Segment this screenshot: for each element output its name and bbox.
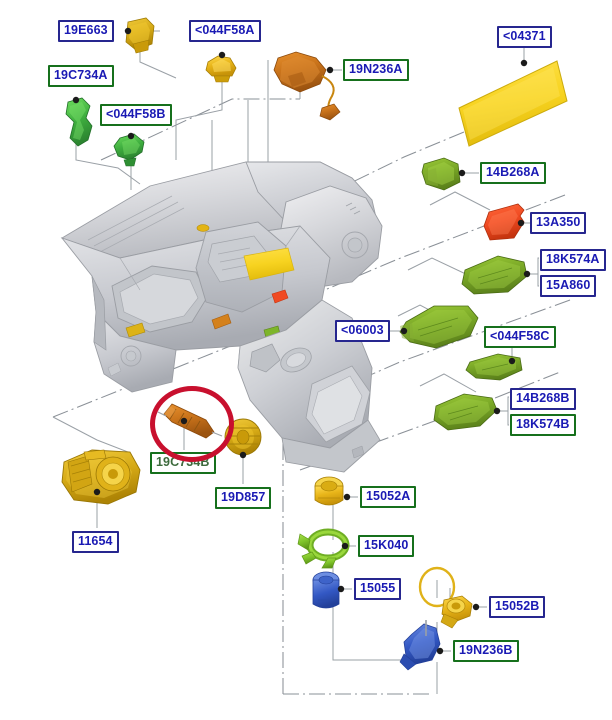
part-14B268B-18K574B — [433, 393, 498, 431]
part-label-04371[interactable]: <04371 — [497, 26, 552, 48]
part-14B268A — [421, 157, 461, 191]
red-annotation-circle — [150, 386, 234, 462]
part-label-15K040[interactable]: 15K040 — [358, 535, 415, 557]
part-label-11654[interactable]: 11654 — [72, 531, 119, 553]
part-06003 — [399, 305, 479, 349]
part-15052A — [314, 476, 344, 506]
part-label-13A350[interactable]: 13A350 — [530, 212, 587, 234]
part-label-15052B[interactable]: 15052B — [489, 596, 546, 618]
part-19N236A — [273, 51, 341, 121]
part-11654 — [61, 449, 141, 505]
part-19E663 — [125, 17, 155, 54]
part-label-19N236B[interactable]: 19N236B — [453, 640, 519, 662]
part-label-18K574B[interactable]: 18K574B — [510, 414, 576, 436]
part-label-044F58C[interactable]: <044F58C — [484, 326, 556, 348]
part-15K040 — [297, 528, 350, 569]
part-18K574A-15A860 — [461, 255, 528, 295]
part-label-06003[interactable]: <06003 — [335, 320, 390, 342]
part-04371 — [458, 60, 568, 147]
part-15052B — [418, 566, 473, 629]
part-label-14B268B[interactable]: 14B268B — [510, 388, 576, 410]
part-label-044F58A[interactable]: <044F58A — [189, 20, 261, 42]
part-19C734A — [65, 97, 93, 147]
part-13A350 — [483, 203, 525, 241]
part-15055 — [312, 571, 340, 609]
part-label-19D857[interactable]: 19D857 — [215, 487, 272, 509]
part-label-044F58B[interactable]: <044F58B — [100, 104, 172, 126]
part-label-15055[interactable]: 15055 — [354, 578, 402, 600]
part-19N236B — [399, 620, 441, 671]
part-044F58B — [113, 133, 145, 167]
part-label-15052A[interactable]: 15052A — [360, 486, 417, 508]
part-label-14B268A[interactable]: 14B268A — [480, 162, 546, 184]
part-label-19E663[interactable]: 19E663 — [58, 20, 114, 42]
part-label-19C734A[interactable]: 19C734A — [48, 65, 114, 87]
part-label-18K574A[interactable]: 18K574A — [540, 249, 606, 271]
part-044F58C — [465, 353, 523, 381]
part-044F58A — [205, 55, 237, 83]
part-label-19N236A[interactable]: 19N236A — [343, 59, 409, 81]
part-label-15A860[interactable]: 15A860 — [540, 275, 597, 297]
